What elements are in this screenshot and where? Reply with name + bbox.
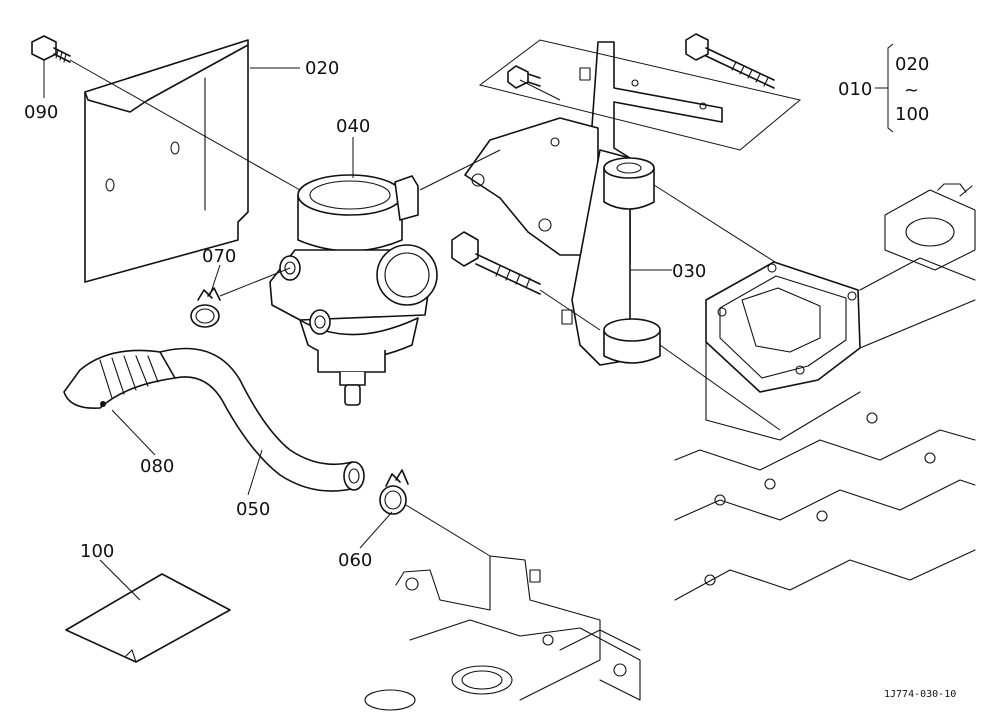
- callout-050: 050: [236, 499, 270, 520]
- range-to: 100: [895, 104, 929, 125]
- lower-bracket-assembly: [364, 555, 641, 711]
- assembly-guide-lines: [69, 39, 802, 590]
- callout-070: 070: [202, 246, 236, 267]
- part-040-valve-assembly[interactable]: [269, 174, 438, 406]
- range-from: 020: [895, 54, 929, 75]
- drawing-code: 1J774-030-10: [884, 689, 956, 700]
- bolt-small-flange[interactable]: [507, 65, 541, 89]
- engine-block: [674, 183, 976, 601]
- callout-leaders: [43, 43, 894, 601]
- callout-080: 080: [140, 456, 174, 477]
- part-100-label-sheet[interactable]: [65, 573, 231, 663]
- range-separator: ~: [904, 80, 919, 101]
- callout-060: 060: [338, 550, 372, 571]
- part-030-bracket[interactable]: [464, 41, 723, 366]
- part-070-hose-clamp[interactable]: [190, 287, 221, 328]
- part-080-hose-end[interactable]: [63, 349, 176, 409]
- part-060-hose-clamp[interactable]: [379, 469, 409, 515]
- bolt-long-upper[interactable]: [685, 33, 775, 89]
- callout-100: 100: [80, 541, 114, 562]
- bolt-long-middle[interactable]: [451, 231, 541, 295]
- callout-010: 010: [838, 79, 872, 100]
- assembly-range-bracket: 010 020 ~ 100: [838, 54, 929, 125]
- callout-090: 090: [24, 102, 58, 123]
- part-020-cover-plate[interactable]: [84, 39, 249, 283]
- callout-020: 020: [305, 58, 339, 79]
- part-050-hose[interactable]: [159, 347, 365, 492]
- callout-030: 030: [672, 261, 706, 282]
- part-090-bolt[interactable]: [31, 35, 71, 63]
- callout-040: 040: [336, 116, 370, 137]
